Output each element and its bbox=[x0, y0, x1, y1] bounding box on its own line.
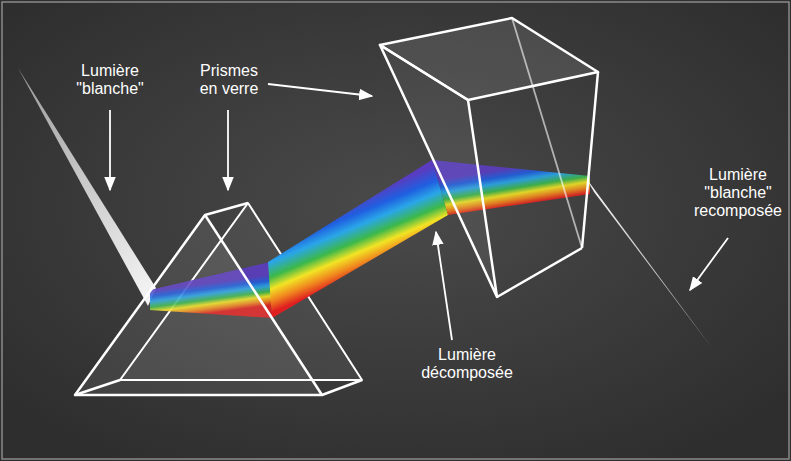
decomposed-light-band bbox=[268, 160, 448, 318]
right-prism bbox=[380, 18, 598, 297]
label-text: Lumière "blanche" bbox=[62, 62, 158, 98]
white-light-beam bbox=[586, 178, 712, 348]
label-text: Prismes en verre bbox=[190, 62, 268, 98]
label-text: Lumière "blanche" recomposée bbox=[690, 166, 786, 220]
left-prism bbox=[75, 203, 362, 395]
leader-arrow bbox=[110, 84, 728, 340]
white-light-beam bbox=[18, 68, 156, 306]
label-text: Lumière décomposée bbox=[408, 346, 526, 382]
